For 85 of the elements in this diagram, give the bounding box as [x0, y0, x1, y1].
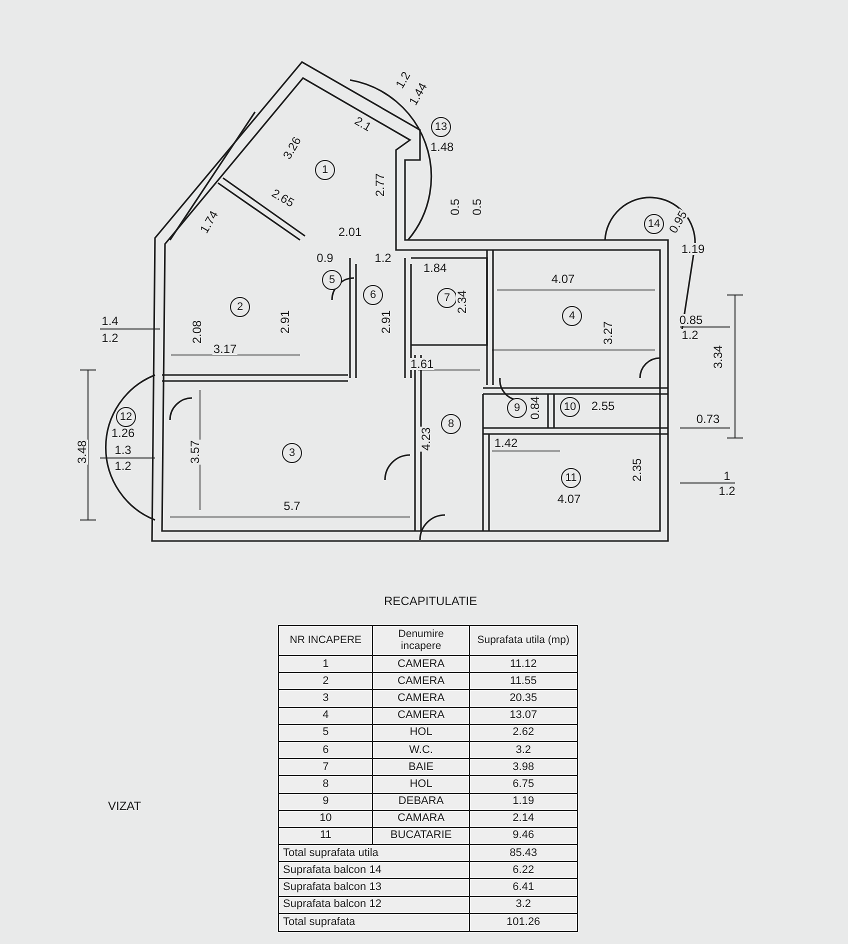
table-cell-text: 6.75 — [512, 776, 536, 792]
dimension-label: 4.23 — [420, 426, 432, 452]
dimension-label: 1.2 — [114, 460, 132, 472]
dimension-label: 4.07 — [550, 273, 576, 285]
table-cell-text: 101.26 — [506, 914, 542, 930]
table-cell-text: 20.35 — [508, 690, 538, 706]
table-cell: Suprafata balcon 13 — [279, 879, 470, 896]
table-cell: CAMERA — [373, 656, 470, 672]
dimension-label: 3.17 — [212, 343, 238, 355]
table-cell: CAMERA — [373, 708, 470, 724]
dimension-label: 0.84 — [529, 395, 541, 421]
dimension-label: 1.2 — [718, 485, 736, 497]
dimension-label: 1.61 — [409, 358, 435, 370]
table-cell: 9 — [279, 794, 374, 810]
dimension-label: 0.85 — [678, 314, 704, 326]
table-cell: 11 — [279, 828, 374, 844]
table-cell: Suprafata balcon 14 — [279, 862, 470, 878]
table-header-cell-text: Suprafata utila (mp) — [476, 632, 570, 648]
approval-note: VIZAT — [108, 800, 142, 812]
dimension-label: 1.4 — [100, 315, 120, 327]
dimension-label: 1.26 — [110, 427, 136, 439]
table-cell-text: 2.14 — [512, 811, 536, 826]
dimension-label: 5.7 — [282, 500, 302, 512]
dimension-label: 1 — [722, 470, 732, 482]
table-cell: DEBARA — [373, 794, 470, 810]
dimension-label: 1.48 — [429, 141, 455, 153]
table-cell-text: 9.46 — [512, 828, 536, 844]
table-cell: CAMERA — [373, 690, 470, 707]
table-header-cell: Denumire incapere — [373, 626, 470, 655]
table-cell-text: 3.98 — [512, 760, 536, 775]
table-cell-text: 11.55 — [509, 674, 538, 689]
table-header-cell: NR INCAPERE — [279, 626, 374, 655]
table-cell-text: 11.12 — [509, 656, 538, 672]
dimension-label: 0.9 — [316, 252, 334, 264]
dimension-label: 1.84 — [422, 262, 448, 274]
table-cell: 7 — [279, 759, 374, 776]
dimension-label: 1.19 — [680, 243, 706, 255]
dimension-label: 0.5 — [471, 198, 483, 216]
dimension-label: 3.57 — [189, 439, 201, 465]
dimension-label: 2.08 — [191, 319, 203, 345]
dimension-label: 0.73 — [695, 413, 721, 425]
table-cell-text: 3.2 — [514, 897, 532, 912]
dimension-label: 1.2 — [680, 329, 700, 341]
table-cell-text: 13.07 — [508, 708, 538, 724]
table-cell: Total suprafata — [279, 914, 470, 931]
table-cell-text: 3.2 — [514, 742, 532, 758]
table-cell: 1 — [279, 656, 374, 672]
table-cell: BAIE — [373, 759, 470, 776]
dimension-label: 4.07 — [556, 493, 582, 505]
dimension-label: 2.35 — [631, 457, 643, 483]
dimension-label: 3.48 — [76, 439, 88, 465]
table-cell-text: 2.62 — [512, 725, 536, 740]
table-cell: 8 — [279, 776, 374, 792]
dimension-label: 1.42 — [493, 437, 519, 449]
table-cell-text: 85.43 — [508, 846, 538, 861]
table-cell: 5 — [279, 724, 374, 741]
table-cell: CAMARA — [373, 810, 470, 827]
table-cell: Total suprafata utila — [279, 845, 470, 862]
table-title: RECAPITULATIE — [384, 595, 478, 607]
table-cell: 6 — [279, 742, 374, 758]
table-cell-text: 6.41 — [512, 880, 536, 896]
dimension-label: 1.3 — [114, 444, 132, 456]
dimension-label: 1.2 — [100, 332, 120, 344]
dimension-label: 2.01 — [337, 226, 363, 238]
table-cell: HOL — [373, 776, 470, 792]
dimension-label: 2.77 — [374, 172, 386, 198]
dimension-label: 2.55 — [590, 400, 616, 412]
dimension-label: 0.5 — [449, 198, 461, 216]
table-cell: Suprafata balcon 12 — [279, 896, 470, 913]
table-cell: 10 — [279, 810, 374, 827]
dimension-label: 2.34 — [456, 289, 468, 315]
dimension-label: 2.91 — [380, 309, 392, 335]
dimension-label: 1.2 — [374, 252, 392, 264]
table-cell-text: 1.19 — [512, 794, 536, 810]
table-cell: 4 — [279, 708, 374, 724]
table-cell: CAMERA — [373, 673, 470, 690]
dimension-label: 2.91 — [279, 309, 291, 335]
table-cell: HOL — [373, 724, 470, 741]
table-cell: 3 — [279, 690, 374, 707]
table-cell: W.C. — [373, 742, 470, 758]
table-cell: 2 — [279, 673, 374, 690]
table-cell-text: 6.22 — [512, 862, 536, 878]
dimension-label: 3.27 — [602, 320, 614, 346]
dimension-label: 3.34 — [712, 344, 724, 370]
table-cell: BUCATARIE — [373, 828, 470, 844]
